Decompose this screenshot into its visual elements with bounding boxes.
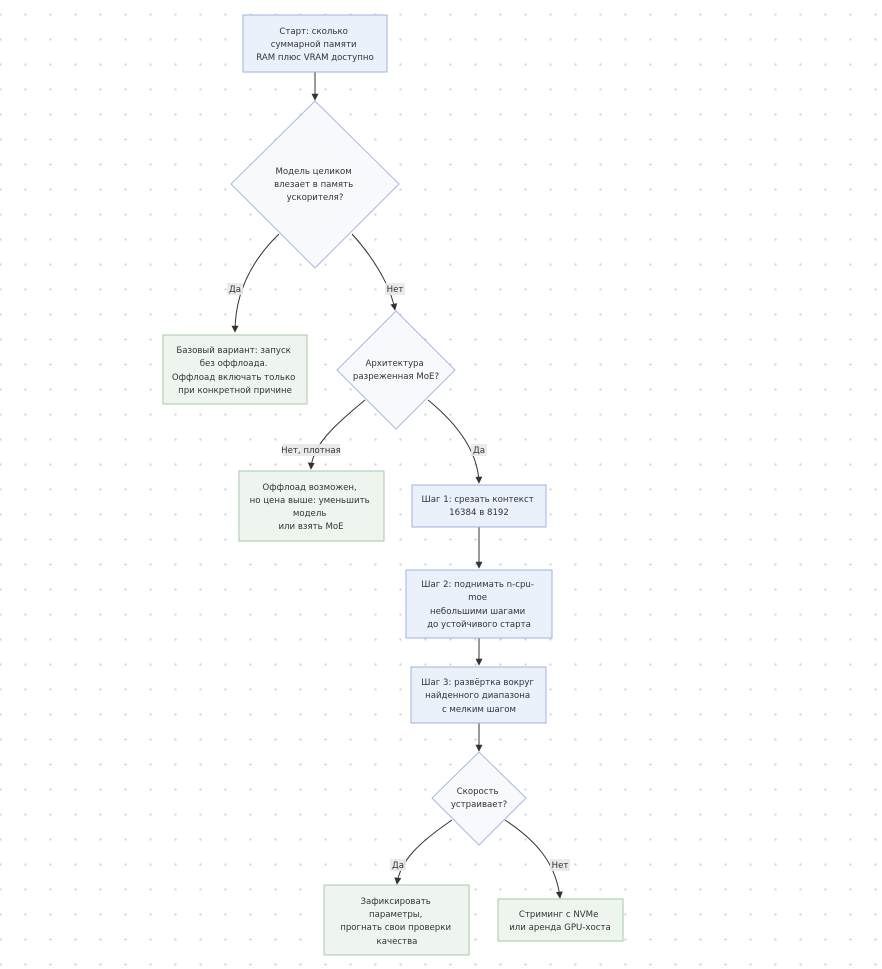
edge-label-fits-yes: Да	[227, 283, 243, 295]
node-baseline-text: Базовый вариант: запуск без оффлоада. Оф…	[172, 346, 298, 396]
edges	[231, 72, 563, 899]
node-dense: Оффлоад возможен, но цена выше: уменьшит…	[238, 470, 385, 542]
svg-text:Нет: Нет	[387, 285, 404, 295]
node-step1-text: Шаг 1: срезать контекст 16384 в 8192	[422, 495, 537, 518]
decision-moe-text: Архитектура разреженная MoE?	[353, 359, 439, 382]
svg-text:Нет, плотная: Нет, плотная	[281, 446, 341, 456]
node-dense-text: Оффлоад возможен, но цена выше: уменьшит…	[250, 483, 373, 532]
node-step3-text: Шаг 3: развёртка вокруг найденного диапа…	[421, 678, 536, 715]
node-baseline: Базовый вариант: запуск без оффлоада. Оф…	[162, 334, 308, 405]
decision-fits-text: Модель целиком влезает в память ускорите…	[274, 167, 356, 203]
edge-labels: Да Нет Нет, плотная Да Да Нет	[227, 283, 570, 871]
edge-label-speed-yes: Да	[390, 859, 406, 871]
svg-text:Да: Да	[392, 861, 404, 871]
node-step3: Шаг 3: развёртка вокруг найденного диапа…	[410, 666, 547, 724]
decision-moe: Архитектура разреженная MoE?	[336, 310, 456, 430]
node-start-text: Старт: сколько суммарной памяти RAM плюс…	[256, 27, 374, 63]
node-start: Старт: сколько суммарной памяти RAM плюс…	[242, 14, 388, 73]
decision-speed-text: Скорость устраивает?	[451, 787, 507, 810]
svg-text:Нет: Нет	[552, 861, 569, 871]
edge-label-fits-no: Нет	[385, 283, 405, 295]
node-stream-text: Стриминг с NVMe или аренда GPU-хоста	[509, 910, 611, 933]
edge-fits-to-moe	[351, 233, 398, 311]
edge-label-moe-no: Нет, плотная	[281, 444, 341, 456]
edge-fits-to-baseline	[231, 233, 280, 333]
edge-label-speed-no: Нет	[550, 859, 570, 871]
node-step1: Шаг 1: срезать контекст 16384 в 8192	[411, 484, 547, 528]
edge-moe-to-step1	[427, 399, 483, 484]
edge-speed-to-fix	[394, 819, 453, 885]
svg-text:Да: Да	[229, 285, 241, 295]
decision-fits: Модель целиком влезает в память ускорите…	[230, 100, 400, 269]
edge-speed-to-stream	[504, 819, 563, 899]
node-step2-text: Шаг 2: поднимать n-cpu- moe небольшими ш…	[421, 580, 536, 630]
edge-label-moe-yes: Да	[471, 444, 487, 456]
node-fix: Зафиксировать параметры, прогнать свои п…	[323, 884, 470, 956]
decision-speed: Скорость устраивает?	[431, 751, 527, 846]
edge-moe-to-dense	[307, 399, 366, 470]
node-step2: Шаг 2: поднимать n-cpu- moe небольшими ш…	[405, 569, 553, 639]
nodes: Старт: сколько суммарной памяти RAM плюс…	[162, 14, 624, 956]
node-stream: Стриминг с NVMe или аренда GPU-хоста	[497, 898, 624, 942]
svg-text:Да: Да	[473, 446, 485, 456]
node-fix-text: Зафиксировать параметры, прогнать свои п…	[340, 897, 454, 947]
